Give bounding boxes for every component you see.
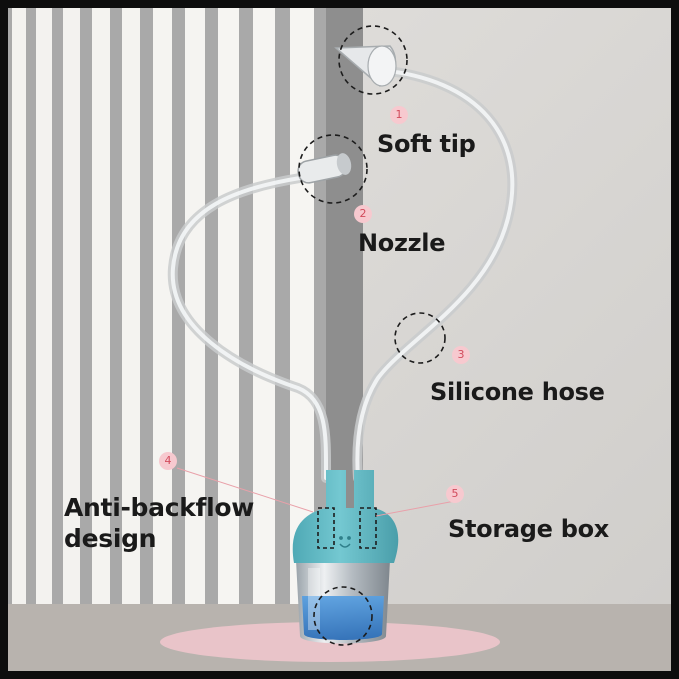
- bear-face-icon: [339, 536, 351, 548]
- silicone-hoses: [167, 65, 518, 483]
- callout-number-3: 3: [452, 346, 470, 364]
- callout-number-4: 4: [159, 452, 177, 470]
- callout-label-silicone-hose: Silicone hose: [430, 378, 605, 406]
- callout-label-nozzle: Nozzle: [358, 229, 446, 257]
- callout-label-line-1: Anti-backflow: [64, 493, 255, 522]
- soft-tip: [334, 45, 397, 87]
- product-illustration: [8, 8, 671, 671]
- callout-label-line-2: design: [64, 524, 157, 553]
- callout-number-5: 5: [446, 485, 464, 503]
- callout-label-soft-tip: Soft tip: [377, 130, 476, 158]
- callout-number-2: 2: [354, 205, 372, 223]
- storage-box: [296, 560, 390, 644]
- callout-number-1: 1: [390, 106, 408, 124]
- callout-label-anti-backflow-design: Anti-backflow design: [64, 492, 254, 554]
- dashed-circle-highlight: [298, 25, 446, 646]
- cap: [292, 470, 399, 563]
- nozzle: [297, 153, 352, 184]
- callout-leaders: [176, 467, 456, 517]
- callout-label-storage-box: Storage box: [448, 515, 609, 543]
- product-image-frame: 1 2 3 4 5 Soft tip Nozzle Silicone hose …: [8, 8, 671, 671]
